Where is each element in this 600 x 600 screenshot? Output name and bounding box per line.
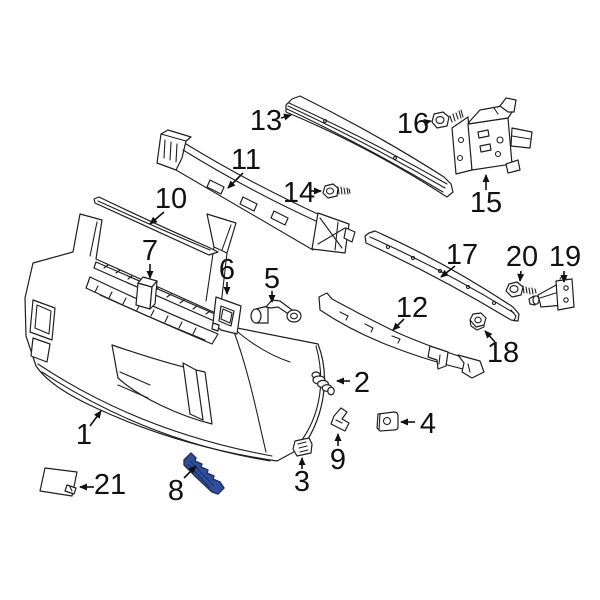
leader-arrow-20 (517, 270, 525, 282)
callout-20[interactable]: 20 (506, 241, 538, 273)
callout-9[interactable]: 9 (330, 444, 346, 476)
callout-12[interactable]: 12 (396, 292, 428, 324)
callout-2[interactable]: 2 (354, 367, 370, 399)
part-7-spacer-drawing[interactable] (135, 276, 158, 310)
leader-arrow-16 (423, 118, 432, 126)
part-11-energy-absorber-drawing[interactable] (156, 129, 356, 254)
callout-7[interactable]: 7 (142, 235, 158, 267)
leader-arrow-13 (280, 113, 292, 121)
part-12-absorber-drawing[interactable] (318, 292, 485, 379)
callout-13[interactable]: 13 (250, 105, 282, 137)
part-14-bolt-drawing[interactable] (322, 183, 351, 199)
part-10-trim-strip-drawing[interactable] (93, 196, 219, 256)
leader-arrow-17 (440, 265, 456, 278)
part-13-reinforcement-drawing[interactable] (285, 95, 454, 198)
leader-arrow-8 (183, 465, 197, 479)
part-18-nut-drawing[interactable] (469, 312, 487, 331)
callout-21[interactable]: 21 (94, 469, 126, 501)
leader-arrow-18 (484, 330, 496, 343)
callout-17[interactable]: 17 (446, 239, 478, 271)
callout-labels: 1 2 3 4 5 6 7 8 9 10 11 12 13 14 15 16 1… (76, 105, 581, 507)
callout-15[interactable]: 15 (470, 187, 502, 219)
callout-11[interactable]: 11 (231, 144, 261, 176)
callout-19[interactable]: 19 (549, 241, 581, 273)
callout-6[interactable]: 6 (219, 254, 235, 286)
part-15-bracket-drawing[interactable] (451, 97, 533, 175)
callout-1[interactable]: 1 (76, 419, 92, 451)
leader-arrows (79, 113, 568, 491)
part-2-clip-drawing[interactable] (311, 371, 335, 396)
callout-5[interactable]: 5 (264, 263, 280, 295)
callout-18[interactable]: 18 (487, 337, 519, 369)
part-1-bumper-cover-drawing[interactable] (24, 213, 326, 462)
part-5-retainer-drawing[interactable] (250, 299, 302, 324)
part-6-bracket-drawing[interactable] (211, 296, 242, 335)
callout-16[interactable]: 16 (397, 108, 429, 140)
leader-arrow-10 (149, 211, 165, 225)
part-16-bolt-drawing[interactable] (431, 109, 464, 129)
callout-14[interactable]: 14 (283, 177, 315, 209)
callout-3[interactable]: 3 (294, 466, 310, 498)
part-8-highlighted-support-drawing[interactable] (183, 452, 225, 495)
part-9-bracket-drawing[interactable] (330, 407, 350, 432)
leader-arrow-1 (89, 410, 102, 427)
callout-4[interactable]: 4 (420, 408, 436, 440)
part-21-cover-drawing[interactable] (39, 467, 78, 497)
part-3-clip-drawing[interactable] (292, 437, 313, 457)
leader-arrow-12 (392, 318, 405, 331)
part-20-bolt-drawing[interactable] (505, 281, 537, 298)
callout-10[interactable]: 10 (155, 183, 187, 215)
leader-arrow-11 (227, 172, 244, 189)
callout-8[interactable]: 8 (168, 475, 184, 507)
part-4-retainer-drawing[interactable] (376, 411, 399, 432)
